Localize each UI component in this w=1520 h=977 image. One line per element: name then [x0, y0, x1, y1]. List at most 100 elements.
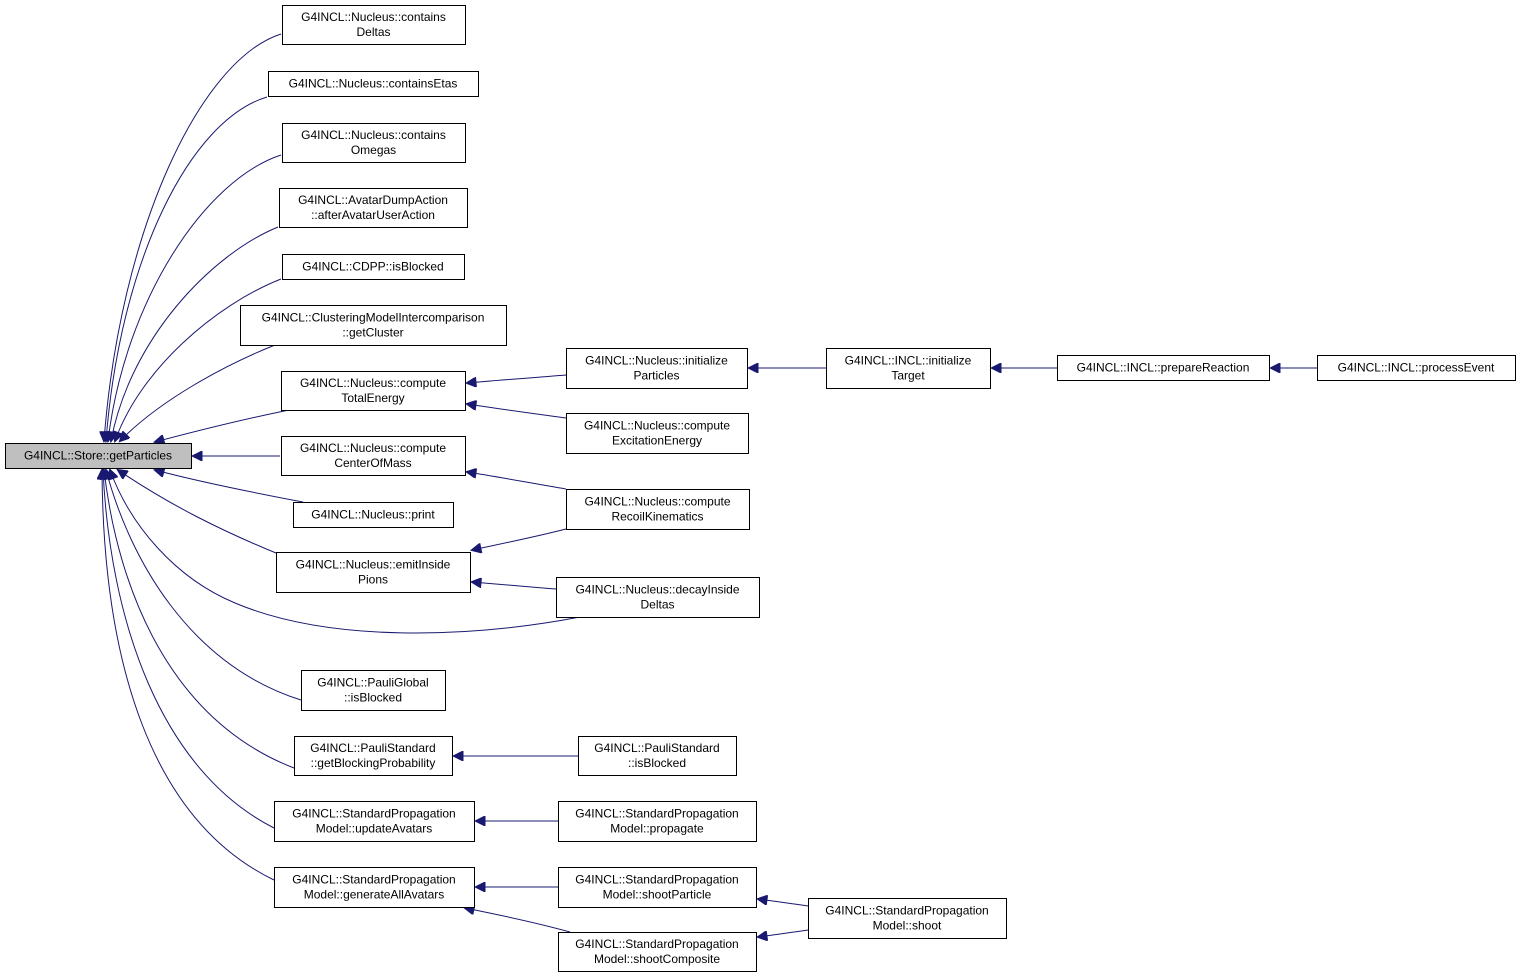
- edge-line: [102, 470, 275, 881]
- graph-node[interactable]: G4INCL::Nucleus::containsEtas: [268, 71, 479, 97]
- edge-line: [472, 528, 567, 550]
- node-label: G4INCL::StandardPropagation: [825, 904, 988, 918]
- root-node[interactable]: G4INCL::Store::getParticles: [5, 443, 192, 469]
- edge-line: [758, 899, 809, 907]
- nodes-layer: G4INCL::Store::getParticlesG4INCL::Nucle…: [5, 5, 1516, 972]
- graph-node[interactable]: G4INCL::StandardPropagationModel::genera…: [274, 867, 475, 908]
- node-label: CenterOfMass: [334, 456, 411, 470]
- edge-line: [155, 470, 304, 503]
- node-label: G4INCL::StandardPropagation: [575, 937, 738, 951]
- node-label: G4INCL::PauliStandard: [594, 741, 719, 755]
- node-box: [281, 436, 466, 476]
- node-label: G4INCL::PauliStandard: [310, 741, 435, 755]
- edge-line: [106, 470, 302, 701]
- node-label: RecoilKinematics: [611, 510, 703, 524]
- node-label: G4INCL::Nucleus::decayInside: [575, 583, 739, 597]
- edge-s1-to-m8: [758, 929, 809, 937]
- node-label: Model::shootParticle: [603, 888, 712, 902]
- node-box: [808, 898, 1007, 939]
- graph-node[interactable]: G4INCL::Nucleus::print: [293, 502, 454, 528]
- node-box: [276, 552, 471, 593]
- node-label: G4INCL::Nucleus::compute: [584, 419, 730, 433]
- node-box: [240, 305, 507, 346]
- node-label: G4INCL::StandardPropagation: [292, 873, 455, 887]
- node-box: [1317, 355, 1516, 381]
- node-label: Deltas: [356, 25, 390, 39]
- edge-line: [465, 908, 571, 933]
- node-box: [5, 443, 192, 469]
- edge-line: [111, 226, 279, 441]
- node-box: [294, 736, 453, 776]
- node-label: Particles: [633, 369, 679, 383]
- graph-node[interactable]: G4INCL::PauliStandard::isBlocked: [578, 736, 737, 776]
- node-label: Model::generateAllAvatars: [304, 888, 445, 902]
- edge-n11-to-root: [106, 470, 302, 701]
- node-label: G4INCL::Nucleus::compute: [300, 441, 446, 455]
- edge-line: [104, 33, 282, 441]
- graph-node[interactable]: G4INCL::StandardPropagationModel::propag…: [558, 801, 757, 842]
- node-box: [274, 801, 475, 842]
- graph-node[interactable]: G4INCL::INCL::processEvent: [1317, 355, 1516, 381]
- graph-node[interactable]: G4INCL::CDPP::isBlocked: [282, 254, 465, 280]
- node-label: Deltas: [640, 598, 674, 612]
- node-label: G4INCL::Nucleus::compute: [584, 495, 730, 509]
- node-label: Pions: [358, 573, 388, 587]
- graph-node[interactable]: G4INCL::StandardPropagationModel::update…: [274, 801, 475, 842]
- node-box: [282, 254, 465, 280]
- graph-node[interactable]: G4INCL::PauliGlobal::isBlocked: [301, 670, 446, 711]
- node-label: Model::propagate: [610, 822, 704, 836]
- edge-line: [106, 96, 268, 441]
- edge-n1-to-root: [104, 33, 282, 441]
- node-box: [558, 801, 757, 842]
- graph-node[interactable]: G4INCL::AvatarDumpAction::afterAvatarUse…: [279, 188, 468, 228]
- node-label: G4INCL::Nucleus::print: [311, 508, 435, 522]
- edge-n6-to-root: [120, 344, 276, 441]
- node-box: [282, 5, 466, 45]
- graph-node[interactable]: G4INCL::StandardPropagationModel::shootC…: [558, 932, 757, 972]
- node-label: Model::updateAvatars: [316, 822, 433, 836]
- node-label: G4INCL::INCL::initialize: [845, 354, 972, 368]
- edge-line: [104, 470, 295, 769]
- node-box: [281, 371, 466, 411]
- node-box: [558, 867, 757, 908]
- node-box: [556, 577, 760, 618]
- graph-node[interactable]: G4INCL::ClusteringModelIntercomparison::…: [240, 305, 507, 346]
- edge-m3-to-n8: [467, 472, 567, 490]
- node-label: G4INCL::ClusteringModelIntercomparison: [262, 311, 485, 325]
- node-label: ::getCluster: [342, 326, 403, 340]
- graph-node[interactable]: G4INCL::StandardPropagationModel::shootP…: [558, 867, 757, 908]
- graph-node[interactable]: G4INCL::INCL::prepareReaction: [1057, 355, 1270, 381]
- node-box: [558, 932, 757, 972]
- edge-n7-to-root: [155, 409, 290, 442]
- graph-node[interactable]: G4INCL::PauliStandard::getBlockingProbab…: [294, 736, 453, 776]
- node-label: G4INCL::AvatarDumpAction: [298, 193, 448, 207]
- node-label: G4INCL::Nucleus::emitInside: [296, 558, 451, 572]
- node-label: TotalEnergy: [341, 391, 404, 405]
- node-label: G4INCL::StandardPropagation: [292, 807, 455, 821]
- node-label: Model::shoot: [873, 919, 942, 933]
- edge-m4-to-n10: [472, 582, 557, 590]
- node-label: G4INCL::CDPP::isBlocked: [302, 260, 443, 274]
- edges-layer: [102, 33, 1317, 937]
- edge-m2-to-n7: [467, 404, 567, 419]
- node-box: [268, 71, 479, 97]
- edge-n9-to-root: [155, 470, 304, 503]
- edge-line: [115, 278, 282, 441]
- edge-n10-to-root: [118, 470, 277, 554]
- node-box: [578, 736, 737, 776]
- node-box: [566, 489, 750, 530]
- node-label: G4INCL::Nucleus::contains: [301, 10, 446, 24]
- edge-line: [467, 404, 567, 419]
- edge-line: [467, 374, 567, 383]
